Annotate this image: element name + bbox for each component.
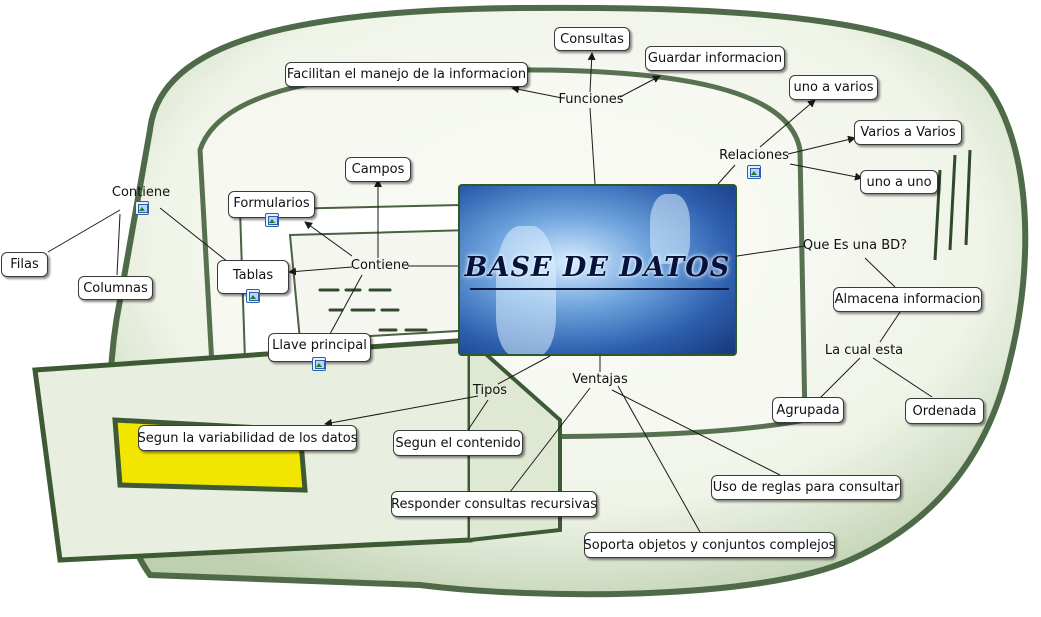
concept-almacena-informacion[interactable]: Almacena informacion xyxy=(833,287,982,312)
center-concept-image[interactable]: BASE DE DATOS xyxy=(458,184,737,356)
figure-silhouette xyxy=(496,226,556,354)
concept-segun-variabilidad[interactable]: Segun la variabilidad de los datos xyxy=(138,425,358,451)
concept-responder-consultas[interactable]: Responder consultas recursivas xyxy=(391,491,597,517)
concept-campos[interactable]: Campos xyxy=(345,157,411,182)
image-attachment-icon[interactable] xyxy=(312,357,326,371)
concept-uso-de-reglas[interactable]: Uso de reglas para consultar xyxy=(711,475,901,500)
concept-uno-a-uno[interactable]: uno a uno xyxy=(860,170,938,194)
concept-columnas[interactable]: Columnas xyxy=(78,276,153,300)
phrase-que-es: Que Es una BD? xyxy=(802,238,908,253)
center-title: BASE DE DATOS xyxy=(464,252,731,283)
phrase-relaciones: Relaciones xyxy=(719,148,789,163)
file-sheet-back xyxy=(288,228,477,342)
image-attachment-icon[interactable] xyxy=(747,165,761,179)
image-attachment-icon[interactable] xyxy=(135,201,149,215)
center-title-underline xyxy=(470,288,729,290)
concept-facilitan-manejo[interactable]: Facilitan el manejo de la informacion xyxy=(285,62,528,87)
concept-segun-contenido[interactable]: Segun el contenido xyxy=(393,430,523,456)
phrase-ventajas: Ventajas xyxy=(572,372,628,387)
drawer-front xyxy=(33,369,62,561)
figure-hand xyxy=(650,194,690,264)
concept-ordenada[interactable]: Ordenada xyxy=(905,398,984,424)
concept-soporta-objetos[interactable]: Soporta objetos y conjuntos complejos xyxy=(584,532,835,558)
cabinet-ridges xyxy=(933,149,972,261)
image-attachment-icon[interactable] xyxy=(246,289,260,303)
concept-uno-a-varios[interactable]: uno a varios xyxy=(789,75,878,100)
image-attachment-icon[interactable] xyxy=(265,213,279,227)
concept-guardar-informacion[interactable]: Guardar informacion xyxy=(645,46,785,71)
phrase-tipos: Tipos xyxy=(472,383,508,398)
concept-agrupada[interactable]: Agrupada xyxy=(772,397,844,423)
phrase-contiene-mid: Contiene xyxy=(350,258,410,273)
phrase-la-cual: La cual esta xyxy=(824,343,904,358)
concept-filas[interactable]: Filas xyxy=(1,252,48,277)
phrase-funciones: Funciones xyxy=(558,92,624,107)
concept-consultas[interactable]: Consultas xyxy=(554,27,630,51)
phrase-contiene-top: Contiene xyxy=(111,185,171,200)
concept-varios-a-varios[interactable]: Varios a Varios xyxy=(854,120,962,145)
